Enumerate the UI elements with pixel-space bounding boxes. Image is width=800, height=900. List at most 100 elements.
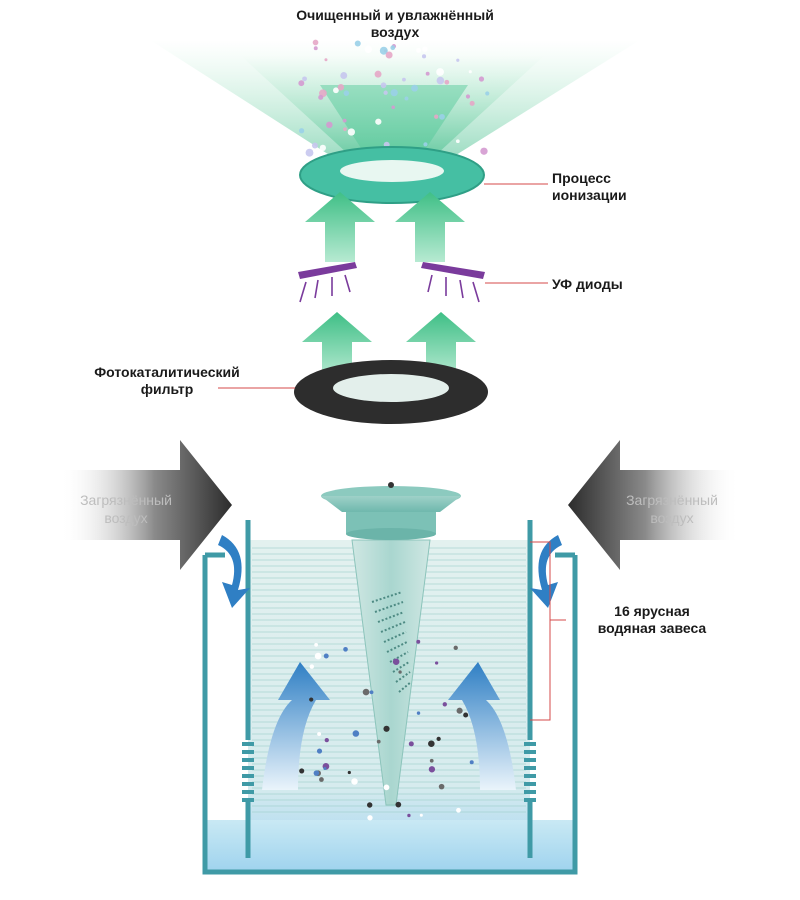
filter-label-line2: фильтр: [140, 381, 194, 397]
clean-air-label-line1: Очищенный и увлажнённый: [296, 7, 494, 23]
ionization-label: Процесс ионизации: [552, 170, 627, 204]
green-arrow-upper-left: [305, 192, 375, 262]
dirt-particle: [429, 758, 434, 763]
dirt-particle: [428, 766, 436, 773]
blue-curl-arrow-right: [530, 535, 562, 608]
cone-slot: [371, 591, 403, 603]
air-particle: [390, 45, 396, 51]
air-particles: [298, 39, 490, 157]
cone-slot: [395, 671, 411, 683]
cone-slot: [377, 611, 405, 623]
ionization-ring: [299, 146, 485, 204]
dirty-air-label-right: Загрязнённый воздух: [612, 491, 732, 527]
air-particle: [379, 46, 388, 55]
uv-diode-right: [421, 262, 485, 303]
air-particle: [311, 142, 318, 149]
perforation-slot: [524, 790, 536, 794]
air-particle: [455, 139, 460, 144]
dirt-particle: [319, 777, 324, 782]
green-arrow-lower-left: [302, 312, 372, 378]
air-particle: [298, 128, 305, 134]
air-particle: [313, 149, 318, 154]
air-particle: [423, 142, 428, 147]
dirty-air-right-line2: воздух: [650, 510, 694, 526]
air-particle: [425, 71, 430, 76]
green-arrow-upper-right: [395, 192, 465, 262]
blue-up-arrow-right: [448, 662, 516, 790]
air-particle: [347, 128, 356, 136]
air-particle: [439, 113, 445, 120]
air-particle: [416, 47, 422, 53]
dirt-particle: [442, 702, 447, 707]
air-particle: [404, 96, 409, 101]
air-particle: [468, 70, 472, 74]
dirt-particle: [438, 783, 445, 790]
perforation-slot: [524, 742, 536, 746]
uv-diodes-label: УФ диоды: [552, 276, 623, 293]
air-particle: [391, 105, 395, 110]
uv-diodes-label-text: УФ диоды: [552, 276, 623, 292]
air-particle: [485, 91, 490, 96]
dirt-particle: [352, 730, 360, 737]
blue-curl-arrow-left: [218, 535, 250, 608]
dirt-particle: [469, 760, 474, 765]
dirty-air-right-line1: Загрязнённый: [626, 492, 718, 508]
cone-slot: [374, 601, 404, 613]
air-particle: [436, 68, 444, 76]
air-particle: [342, 118, 347, 123]
air-particle: [375, 118, 382, 125]
air-particle: [383, 90, 388, 95]
perforation-slot: [242, 782, 254, 786]
dirt-particle: [369, 690, 374, 695]
clean-air-beam: [150, 40, 640, 165]
cone-slot: [398, 681, 412, 693]
water-curtain-label-line2: водяная завеса: [597, 620, 707, 636]
dirt-particle: [309, 664, 315, 669]
air-particle: [436, 76, 445, 85]
dirt-particle: [324, 737, 329, 743]
filter-label-line1: Фотокаталитический: [94, 364, 240, 380]
perforation-slot: [524, 750, 536, 754]
dirt-particle: [343, 646, 348, 652]
air-particle: [380, 82, 387, 89]
air-particle: [456, 58, 460, 62]
dirt-particle: [434, 661, 439, 665]
perforation-slot: [242, 766, 254, 770]
air-particle: [465, 94, 471, 99]
dirt-particle: [376, 739, 381, 744]
air-particle: [340, 72, 348, 80]
air-particle: [385, 51, 393, 59]
water-curtain-label: 16 ярусная водяная завеса: [572, 603, 732, 637]
air-particle: [374, 70, 382, 78]
dirt-particles: [299, 639, 474, 821]
air-particle: [480, 147, 488, 155]
air-particle: [302, 76, 307, 82]
dirt-particle: [416, 639, 421, 644]
dirt-particle: [299, 768, 305, 774]
dirt-particle: [428, 740, 435, 748]
dirt-particle: [392, 658, 400, 665]
perforation-slot: [242, 750, 254, 754]
dirt-particle: [314, 652, 322, 660]
dirt-particle: [416, 711, 421, 715]
cone-slot: [380, 621, 406, 633]
dirty-air-left-line1: Загрязнённый: [80, 492, 172, 508]
dirt-particle: [398, 670, 402, 674]
dirty-air-arrow-right: [568, 440, 740, 570]
cone-slot: [389, 651, 409, 663]
uv-diode-left: [298, 262, 357, 303]
air-particle: [337, 84, 345, 91]
green-arrow-lower-right: [406, 312, 476, 378]
dirt-particle: [463, 712, 469, 718]
dirt-particle: [316, 748, 323, 754]
dirt-particle: [351, 778, 358, 785]
air-particle: [324, 58, 328, 62]
air-particle: [402, 77, 406, 82]
air-particle: [319, 144, 327, 152]
dirt-particle: [407, 813, 411, 818]
dirt-particle: [362, 688, 370, 696]
air-particle: [422, 46, 428, 52]
dirt-particle: [317, 732, 322, 736]
air-particle: [333, 87, 339, 94]
